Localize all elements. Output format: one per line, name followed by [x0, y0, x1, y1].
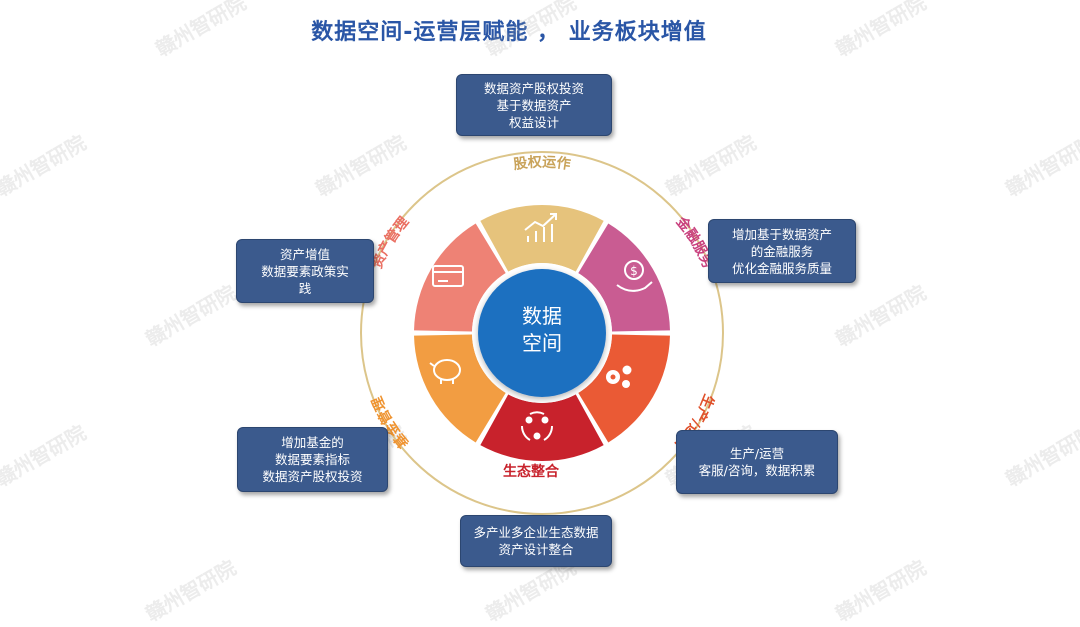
- info-box-line: 客服/咨询，数据积累: [698, 463, 816, 478]
- piggy-bank-icon: [429, 359, 461, 384]
- info-box-line: 权益设计: [508, 114, 559, 130]
- info-box-line: 资产设计整合: [498, 542, 574, 557]
- info-box-right-top: 增加基于数据资产 的金融服务 优化金融服务质量: [708, 219, 856, 283]
- info-box-left-bottom: 增加基金的 数据要素指标 数据资产股权投资: [237, 427, 388, 492]
- info-box-line: 多产业多企业生态数据: [473, 525, 599, 540]
- wheel-segment-asset: [414, 223, 506, 332]
- info-box-line: 生产/运营: [729, 446, 785, 461]
- segment-label-ecosystem: 生态整合: [503, 463, 560, 480]
- info-box-line: 践: [298, 280, 312, 296]
- growth-chart-icon: [524, 213, 557, 242]
- svg-text:$: $: [630, 264, 638, 278]
- segment-label-asset-text: 资产管理: [368, 214, 412, 271]
- wheel-segment-equity: [480, 205, 604, 272]
- info-box-line: 增加基金的: [281, 435, 344, 450]
- page-title: 数据空间-运营层赋能 ， 业务板块增值: [311, 20, 707, 45]
- center-circle: [478, 269, 606, 397]
- wheel-segment-fund: [414, 334, 506, 443]
- info-box-bottom: 多产业多企业生态数据 资产设计整合: [460, 515, 612, 567]
- segment-group: [414, 205, 670, 461]
- info-box-line: 数据要素指标: [274, 452, 350, 467]
- segment-label-asset: 资产管理: [368, 214, 412, 271]
- info-box-line: 资产增值: [279, 246, 330, 262]
- info-box-line: 增加基于数据资产: [731, 226, 832, 242]
- segment-label-equity: 股权运作: [512, 153, 571, 173]
- info-box-line: 数据资产股权投资: [483, 80, 584, 96]
- info-box-line: 数据要素政策实: [261, 263, 349, 279]
- info-box-line: 数据资产股权投资: [262, 469, 363, 484]
- info-box-line: 基于数据资产: [496, 97, 572, 113]
- wheel-segment-ecosystem: [480, 394, 604, 461]
- center-label-line1: 数据: [522, 304, 562, 328]
- wheel-segment-production: [578, 334, 670, 443]
- people-cycle-icon: [520, 411, 554, 441]
- outer-ring: [360, 151, 724, 515]
- segment-label-equity-text: 股权运作: [512, 153, 571, 173]
- info-box-top: 数据资产股权投资 基于数据资产 权益设计: [456, 74, 612, 136]
- center-label-line2: 空间: [522, 331, 562, 355]
- info-box-left: 资产增值 数据要素政策实 践: [236, 239, 374, 303]
- info-box-line: 的金融服务: [750, 243, 814, 259]
- wheel-segment-finance: [578, 223, 670, 332]
- money-hand-icon: $: [616, 260, 653, 292]
- gears-icon: [606, 365, 632, 388]
- info-box-right-bottom: 生产/运营 客服/咨询，数据积累: [676, 430, 838, 494]
- info-box-line: 优化金融服务质量: [731, 260, 832, 276]
- credit-card-icon: [432, 265, 464, 287]
